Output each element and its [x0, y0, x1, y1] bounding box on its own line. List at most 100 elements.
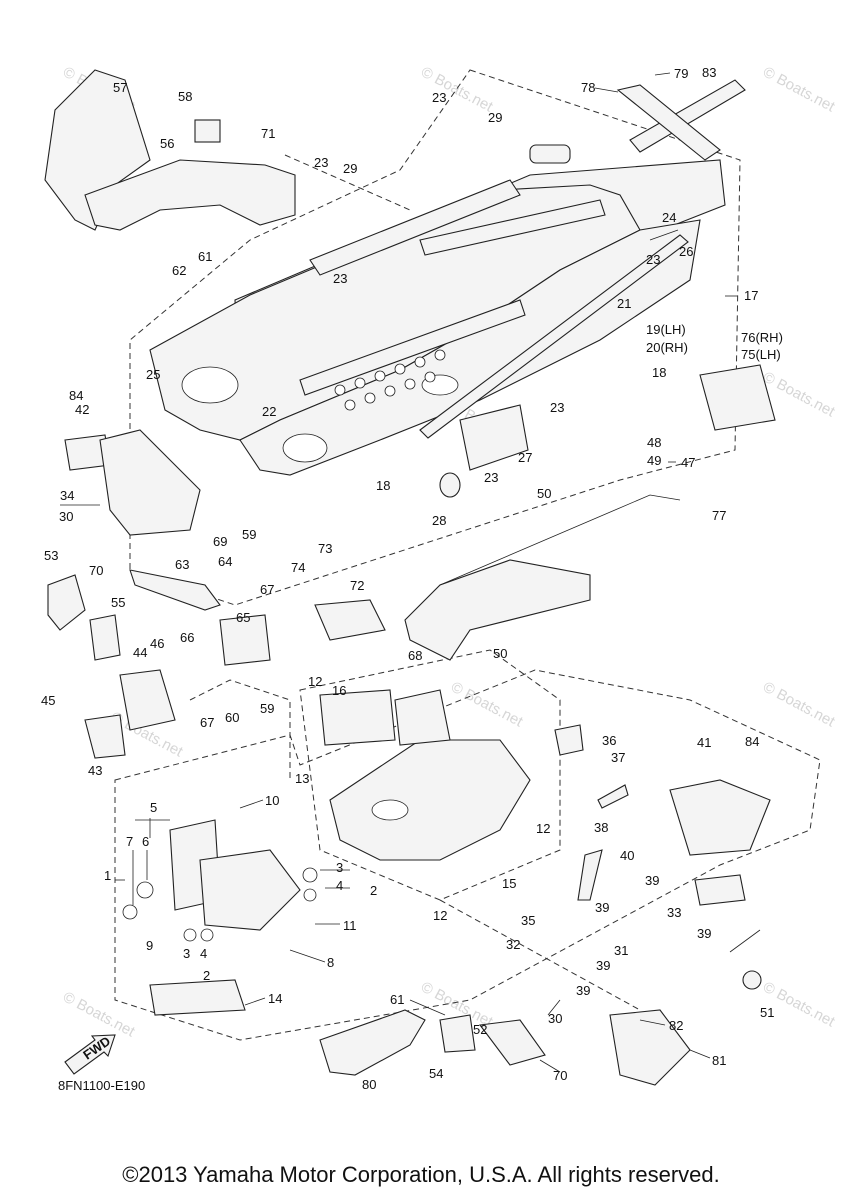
callout-27: 27: [518, 450, 532, 465]
callout-70: 70: [89, 563, 103, 578]
callout-78: 78: [581, 80, 595, 95]
callout-1: 1: [104, 868, 111, 883]
callout-24: 24: [662, 210, 676, 225]
strap-part: [597, 784, 629, 809]
callout-2: 2: [370, 883, 377, 898]
callout-39: 39: [596, 958, 610, 973]
callout-16: 16: [332, 683, 346, 698]
callout-50: 50: [493, 646, 507, 661]
callout-15: 15: [502, 876, 516, 891]
fwd-arrow: FWD: [64, 1033, 116, 1075]
callout-39: 39: [576, 983, 590, 998]
watermark: © Boats.net: [760, 679, 838, 731]
callout-14: 14: [268, 991, 282, 1006]
callout-72: 72: [350, 578, 364, 593]
callout-layer: 1 2 2 3 3 4 4 5 6 7 8 9 10 11 12 12 12 1…: [41, 65, 783, 1092]
callout-23: 23: [333, 271, 347, 286]
callout-12: 12: [433, 908, 447, 923]
bracket-part: [84, 714, 126, 759]
callout-84: 84: [745, 734, 759, 749]
callout-73: 73: [318, 541, 332, 556]
callout-39: 39: [645, 873, 659, 888]
front-structure: [44, 69, 296, 231]
callout-53: 53: [44, 548, 58, 563]
callout-77: 77: [712, 508, 726, 523]
callout-29: 29: [343, 161, 357, 176]
callout-18: 18: [652, 365, 666, 380]
cap-part: [742, 970, 762, 990]
main-frame: [149, 144, 726, 476]
callout-47: 47: [681, 455, 695, 470]
callout-81: 81: [712, 1053, 726, 1068]
rail-part: [419, 234, 689, 439]
bracket-part: [554, 724, 584, 756]
callout-30: 30: [59, 509, 73, 524]
callout-6: 6: [142, 834, 149, 849]
housing-part: [478, 1019, 546, 1066]
plate-part: [219, 614, 271, 666]
callout-67: 67: [200, 715, 214, 730]
callout-48: 48: [647, 435, 661, 450]
plate-part: [314, 599, 386, 641]
callout-13: 13: [295, 771, 309, 786]
callout-64: 64: [218, 554, 232, 569]
callout-18: 18: [376, 478, 390, 493]
callout-11: 11: [343, 918, 357, 933]
callout-23: 23: [314, 155, 328, 170]
callout-12: 12: [308, 674, 322, 689]
front-bracket-assembly: [122, 819, 318, 942]
leader-lines: [60, 72, 761, 1073]
callout-84: 84: [69, 388, 83, 403]
callout-50: 50: [537, 486, 551, 501]
callout-67: 67: [260, 582, 274, 597]
bracket-part: [459, 404, 529, 471]
callout-42: 42: [75, 402, 89, 417]
callout-23: 23: [432, 90, 446, 105]
callout-54: 54: [429, 1066, 443, 1081]
callout-2: 2: [203, 968, 210, 983]
callout-68: 68: [408, 648, 422, 663]
callout-59: 59: [260, 701, 274, 716]
callout-33: 33: [667, 905, 681, 920]
skid-plate: [149, 979, 246, 1016]
callout-29: 29: [488, 110, 502, 125]
callout-30: 30: [548, 1011, 562, 1026]
bracket-part: [694, 874, 746, 906]
callout-4: 4: [200, 946, 207, 961]
callout-25: 25: [146, 367, 160, 382]
callout-56: 56: [160, 136, 174, 151]
callout-79: 79: [674, 66, 688, 81]
watermark: © Boats.net: [60, 989, 138, 1041]
callout-3: 3: [183, 946, 190, 961]
callout-31: 31: [614, 943, 628, 958]
callout-26: 26: [679, 244, 693, 259]
callout-69: 69: [213, 534, 227, 549]
disc-part: [439, 472, 461, 498]
callout-34: 34: [60, 488, 74, 503]
callout-44: 44: [133, 645, 147, 660]
callout-55: 55: [111, 595, 125, 610]
callout-9: 9: [146, 938, 153, 953]
callout-22: 22: [262, 404, 276, 419]
callout-10: 10: [265, 793, 279, 808]
bracket-part: [129, 569, 221, 611]
callout-71: 71: [261, 126, 275, 141]
callout-8: 8: [327, 955, 334, 970]
callout-38: 38: [594, 820, 608, 835]
callout-66: 66: [180, 630, 194, 645]
strap-part: [577, 849, 603, 901]
watermark: © Boats.net: [418, 64, 496, 116]
callout-63: 63: [175, 557, 189, 572]
callout-80: 80: [362, 1077, 376, 1092]
callout-59: 59: [242, 527, 256, 542]
lower-chassis: [319, 689, 531, 861]
callout-19lh: 19(LH): [646, 322, 686, 337]
callout-74: 74: [291, 560, 305, 575]
callout-65: 65: [236, 610, 250, 625]
step-plate: [699, 364, 776, 431]
rear-bumper: [616, 79, 746, 161]
callout-45: 45: [41, 693, 55, 708]
shield-part: [47, 574, 86, 631]
part-code: 8FN1100-E190: [58, 1078, 145, 1093]
